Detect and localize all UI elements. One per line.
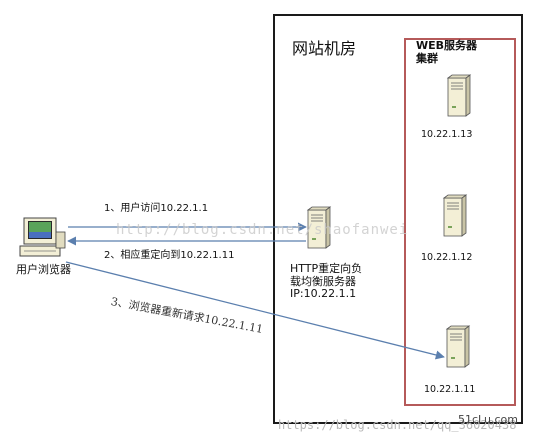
cluster-title-line2: 集群 xyxy=(416,51,438,65)
desktop-computer-icon xyxy=(19,217,66,257)
load-balancer-ip: IP:10.22.1.1 xyxy=(290,287,357,301)
server-ip-label: 10.22.1.13 xyxy=(421,129,473,140)
arrow-step3-rerequest xyxy=(65,261,445,360)
watermark-bottom: https://blog.csdn.net/qq_36020438 xyxy=(278,418,517,432)
server-ip-label: 10.22.1.12 xyxy=(421,252,473,263)
step2-label: 2、相应重定向到10.22.1.11 xyxy=(104,250,235,261)
load-balancer-label-line1: HTTP重定向负 xyxy=(290,262,363,275)
client-label: 用户浏览器 xyxy=(16,263,71,276)
watermark-logo: 51cLu.com xyxy=(458,413,518,426)
web-server-12-icon xyxy=(443,194,467,237)
web-server-cluster-boundary xyxy=(404,38,516,406)
server-ip-label: 10.22.1.11 xyxy=(424,384,476,395)
watermark-center: http://blog.csdn.net/shaofanwei xyxy=(116,222,409,238)
server-room-boundary xyxy=(273,14,523,424)
load-balancer-label-line2: 载均衡服务器 xyxy=(290,274,356,288)
server-room-title: 网站机房 xyxy=(292,39,357,58)
web-server-11-icon xyxy=(446,325,470,368)
cluster-title-line1: WEB服务器 xyxy=(416,39,478,52)
step1-label: 1、用户访问10.22.1.1 xyxy=(104,203,209,214)
web-server-13-icon xyxy=(447,74,471,117)
load-balancer-label: HTTP重定向负 载均衡服务器 IP:10.22.1.1 xyxy=(290,262,363,301)
cluster-title: WEB服务器 集群 xyxy=(416,39,478,65)
